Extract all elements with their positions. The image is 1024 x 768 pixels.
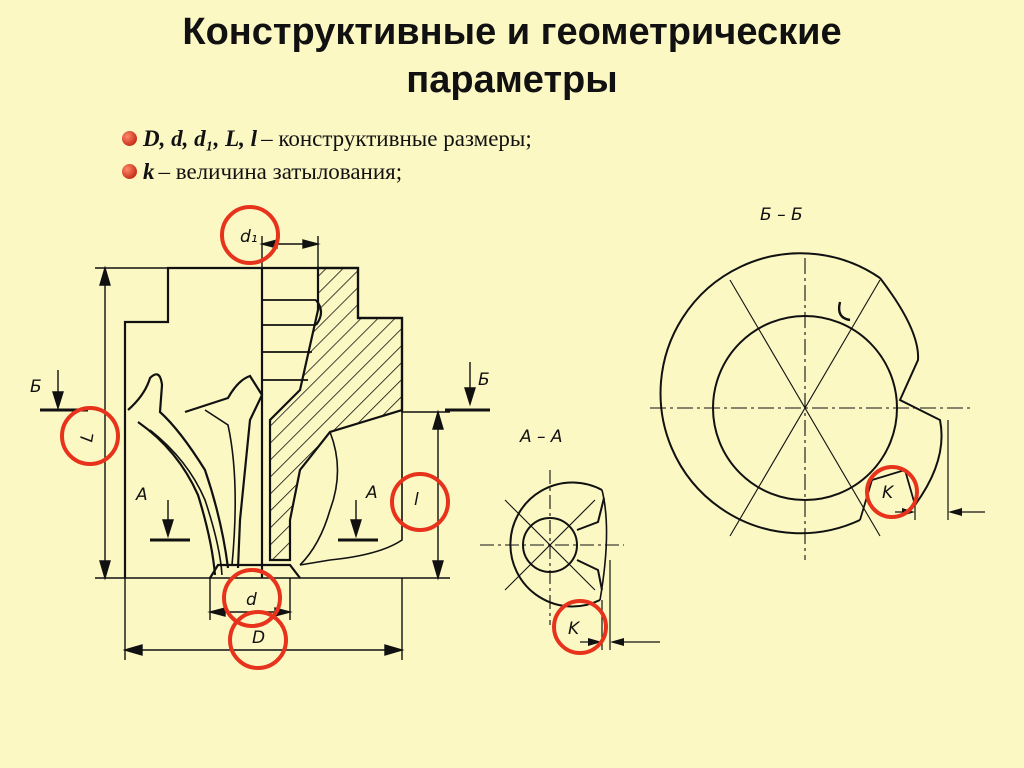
title-line-2: параметры [406, 59, 618, 101]
label-k-section-aa: K [568, 619, 581, 639]
label-section-aa: А – А [519, 427, 563, 447]
bullet-dot-icon [122, 131, 137, 146]
label-L: L [77, 431, 98, 444]
label-section-bb: Б – Б [760, 205, 803, 225]
highlight-circle-D [228, 610, 288, 670]
highlight-circles [60, 205, 919, 670]
label-d1: d₁ [240, 227, 258, 247]
bullet-dot-icon [122, 164, 137, 179]
cutter-main-view [123, 266, 404, 579]
highlight-circle-L [60, 406, 120, 466]
highlight-circle-d [222, 568, 282, 628]
title-line-1: Конструктивные и геометрические [182, 11, 842, 53]
label-k-section-bb: K [882, 483, 895, 503]
bullet-item-relief: k – величина затылования; [122, 155, 532, 188]
highlight-circle-d1 [220, 205, 280, 265]
bullet-item-dimensions: D, d, d₁, L, l – конструктивные размеры; [122, 122, 532, 155]
label-arrow-b-left: Б [30, 377, 42, 397]
bullet-list: D, d, d₁, L, l – конструктивные размеры;… [122, 122, 532, 188]
section-bb-view [650, 252, 985, 560]
label-arrow-a-right: А [365, 483, 378, 503]
label-arrow-a-left: А [135, 485, 148, 505]
label-D: D [252, 628, 265, 648]
highlight-circle-l [390, 472, 450, 532]
label-arrow-b-right: Б [478, 370, 490, 390]
bullet-text: – конструктивные размеры; [261, 125, 532, 151]
bullet-text: – величина затылования; [158, 158, 403, 184]
bullet-symbols: D, d, d₁, L, l [143, 125, 258, 151]
highlight-circle-k-aa [552, 599, 608, 655]
highlight-circle-k-bb [865, 465, 919, 519]
slide-title: Конструктивные и геометрические параметр… [0, 8, 1024, 104]
label-l: l [414, 490, 419, 510]
label-d: d [246, 590, 257, 610]
section-aa-view [480, 470, 660, 650]
bullet-symbols: k [143, 158, 155, 184]
